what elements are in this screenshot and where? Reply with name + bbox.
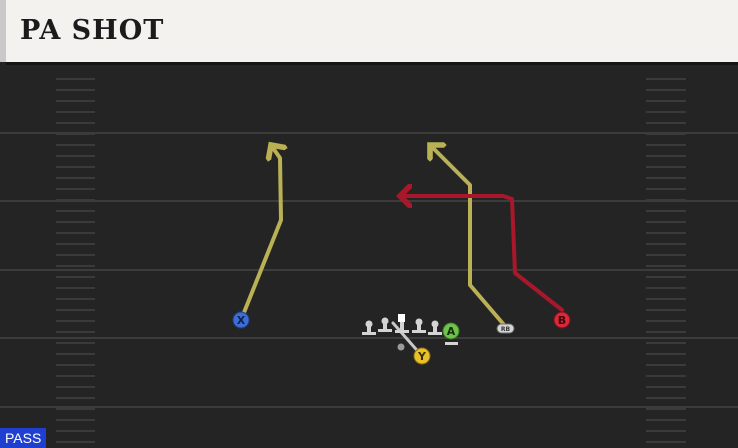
route-rb: [430, 145, 507, 328]
player-x-label: X: [237, 314, 246, 327]
player-a[interactable]: A: [442, 322, 460, 340]
player-a-label: A: [447, 325, 456, 338]
hash-marks: [56, 78, 686, 443]
header-shadow: [6, 62, 738, 65]
yard-lines: [0, 132, 738, 408]
player-b-label: B: [558, 314, 566, 327]
route-b: [400, 196, 564, 312]
lineman-icon: [362, 320, 376, 335]
lineman-icon: [378, 317, 392, 332]
center-icon: [395, 314, 409, 333]
routes: [239, 145, 564, 358]
a-stance-bar: [445, 342, 458, 345]
offensive-line: [362, 314, 458, 351]
play-type-badge: PASS: [0, 428, 47, 448]
play-header: PA SHOT: [0, 0, 738, 65]
player-y-label: Y: [417, 350, 427, 363]
player-y[interactable]: Y: [413, 347, 431, 365]
player-x[interactable]: X: [232, 311, 250, 329]
field-diagram: X Y A B RB: [0, 78, 738, 443]
player-b[interactable]: B: [553, 311, 571, 329]
player-rb-label: RB: [501, 326, 511, 333]
football-field: X Y A B RB: [0, 62, 738, 448]
route-x: [239, 145, 281, 322]
lineman-icon: [428, 320, 442, 335]
play-title: PA SHOT: [20, 15, 165, 46]
player-rb[interactable]: RB: [496, 323, 515, 334]
quarterback-dot: [397, 343, 405, 351]
lineman-icon: [412, 318, 426, 333]
